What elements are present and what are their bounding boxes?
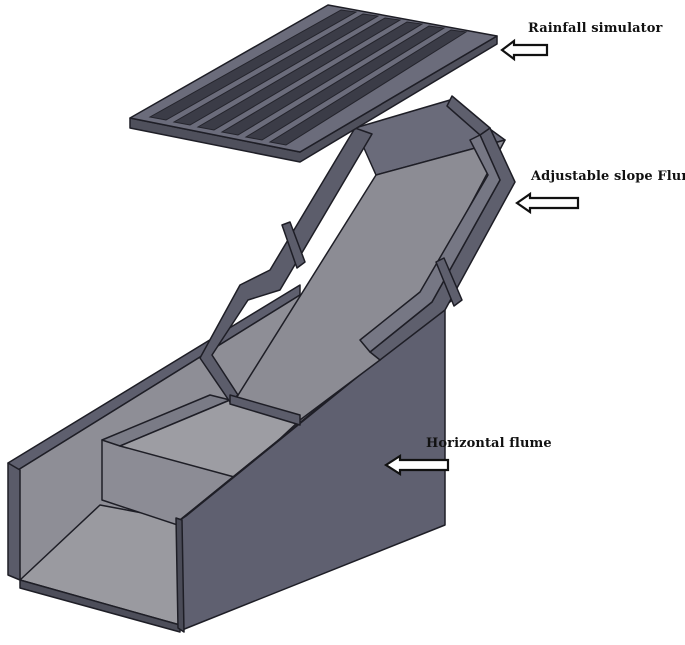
horizontal-flume-left-end-wall <box>7 462 21 581</box>
adjustable-slope-flume <box>199 95 516 426</box>
horizontal-flume-arrow <box>383 453 450 477</box>
rainfall-slot <box>172 13 380 126</box>
rainfall-simulator-label: Rainfall simulator <box>528 21 663 36</box>
horizontal-flume-bottom-strip <box>19 579 181 633</box>
slope-flume-arrow <box>515 191 580 215</box>
rainfall-simulator-slots <box>148 9 468 146</box>
slope-flume-right-brace <box>435 257 463 307</box>
rainfall-slot <box>220 21 424 136</box>
slope-flume-left-frame <box>199 127 373 403</box>
rainfall-slot <box>148 9 358 121</box>
slope-flume-lower-crossbar <box>229 394 301 426</box>
horizontal-flume-label: Horizontal flume <box>426 436 552 451</box>
horizontal-flume-end-edge <box>175 517 185 633</box>
slope-flume-right-frame-inner <box>359 134 501 353</box>
rainfall-slot <box>244 25 446 141</box>
adjustable-slope-flume-label: Adjustable slope Flume <box>531 169 685 184</box>
rainfall-slot <box>196 17 402 131</box>
slope-flume-top-crossbar <box>446 95 491 136</box>
rainfall-slot <box>268 29 468 146</box>
slope-flume-left-brace <box>281 221 306 269</box>
rainfall-simulator-arrow <box>500 38 549 62</box>
